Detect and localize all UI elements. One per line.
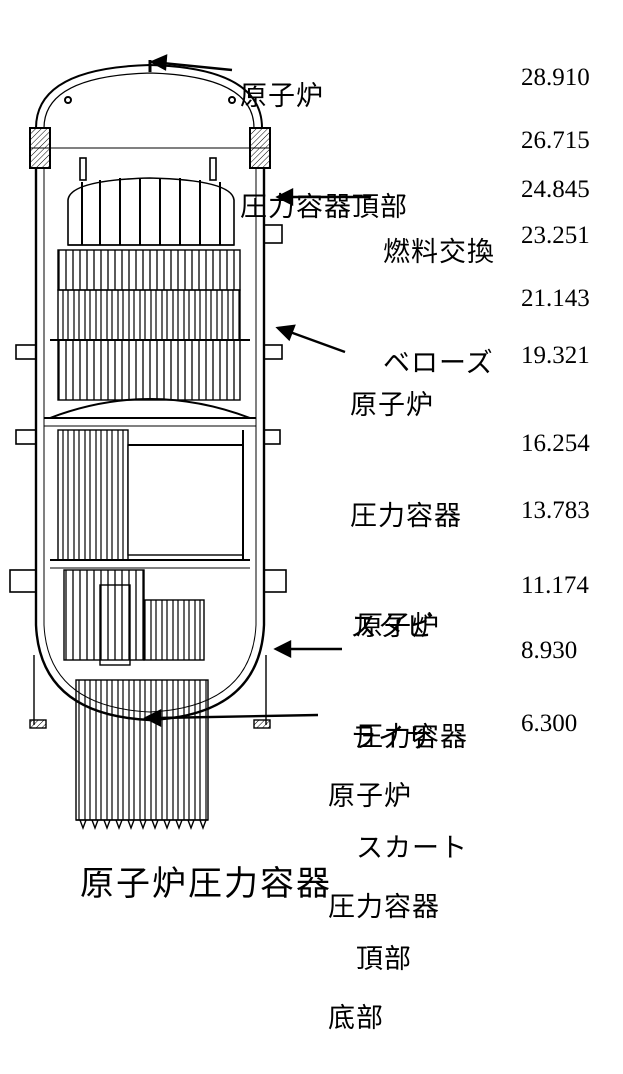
elevation-value: 24.845 [521,176,590,203]
label-vessel-bottom-head: 原子炉 圧力容器 底部 [328,704,440,1074]
arrow-skirt-callout [273,640,342,658]
elevation-value: 26.715 [521,127,590,154]
lower-plenum [63,569,205,666]
control-rod-drive-housings [75,679,209,830]
figure-caption: 原子炉圧力容器 [80,864,332,904]
label-line: スカート [356,833,468,864]
label-line: 原子炉 [328,781,412,812]
elevation-value: 19.321 [521,342,590,369]
arrow-bottom-callout [143,709,319,727]
label-vessel-stabilizer: 原子炉 圧力容器 スタビ ライザ [350,313,462,794]
elevation-value: 16.254 [521,430,590,457]
vessel-shell [34,168,266,625]
label-line: 燃料交換 [383,237,495,268]
label-line: 圧力容器 [350,501,462,532]
elevation-value: 23.251 [521,222,590,249]
elevation-value: 21.143 [521,285,590,312]
label-line: 原子炉 [356,611,440,642]
label-line: ベローズ [383,348,494,379]
label-vessel-top-head: 原子炉 圧力容器頂部 [240,4,408,263]
vessel-skirt [29,655,271,729]
core-region [50,429,250,569]
separator-assembly [50,249,250,401]
vessel-flange [29,127,271,169]
label-line: 底部 [328,1003,384,1034]
label-line: 圧力容器 [356,722,468,753]
elevation-value: 11.174 [521,572,589,599]
label-line: スタビ [350,612,434,643]
arrow-bellows-callout [275,188,370,206]
label-line: 圧力容器頂部 [240,192,408,223]
label-refuel-bellows: 燃料交換 ベローズ [383,160,495,419]
nozzles [9,224,287,593]
arrow-head-callout [149,54,233,72]
elevation-value: 13.783 [521,497,590,524]
callout-arrows [143,54,370,727]
label-line: 圧力容器 [328,892,440,923]
label-line: ライザ [350,723,434,754]
label-line: 原子炉 [350,390,434,421]
label-line: 原子炉 [240,81,324,112]
elevation-value: 8.930 [521,637,578,664]
elevation-value: 6.300 [521,710,578,737]
arrow-stabilizer-callout [275,324,346,354]
elevation-value: 28.910 [521,64,590,91]
reactor-pressure-vessel-drawing [9,54,370,830]
dryer-assembly [67,157,235,246]
core-shroud-head [44,398,256,427]
